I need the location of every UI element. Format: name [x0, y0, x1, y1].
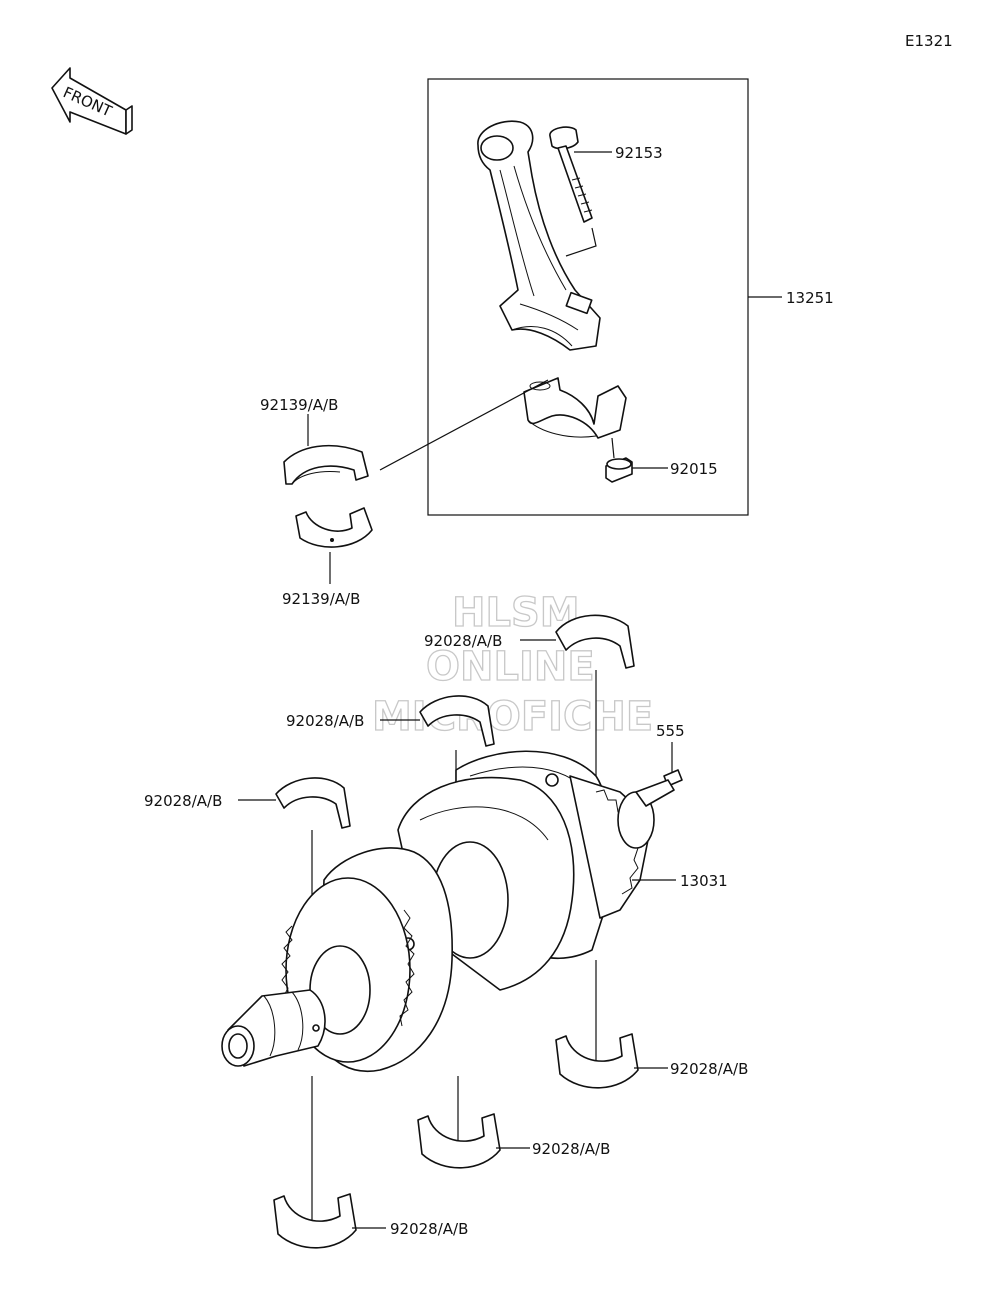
label-crankshaft: 13031 — [680, 872, 728, 890]
svg-text:MICROFICHE: MICROFICHE — [372, 694, 653, 740]
conrod-assembly-frame — [427, 78, 749, 516]
label-conrod-bearing-upper: 92139/A/B — [260, 396, 338, 414]
label-main-bearing-top-middle: 92028/A/B — [286, 712, 364, 730]
main-bearing-bottom-right-part — [555, 1033, 639, 1089]
label-main-bearing-bottom-right: 92028/A/B — [670, 1060, 748, 1078]
label-bolt: 92153 — [615, 144, 663, 162]
main-bearing-bottom-middle-part — [417, 1113, 501, 1169]
label-conrod-bearing-lower: 92139/A/B — [282, 590, 360, 608]
diagram-code: E1321 — [905, 32, 953, 50]
main-bearing-top-right-part — [555, 614, 635, 669]
label-main-bearing-top-left: 92028/A/B — [144, 792, 222, 810]
main-bearing-bottom-left-part — [273, 1193, 357, 1249]
conrod-bearing-lower-part — [295, 507, 373, 548]
main-bearing-top-left-part — [275, 777, 351, 829]
label-main-bearing-bottom-middle: 92028/A/B — [532, 1140, 610, 1158]
svg-text:ONLINE: ONLINE — [426, 644, 595, 690]
crankshaft-part — [221, 750, 675, 1073]
label-conrod-assembly: 13251 — [786, 289, 834, 307]
watermark: HLSM ONLINE MICROFICHE — [371, 589, 654, 740]
conrod-bearing-upper-part — [283, 444, 369, 485]
label-main-bearing-top-right: 92028/A/B — [424, 632, 502, 650]
label-pin: 555 — [656, 722, 685, 740]
front-arrow-icon: FRONT — [51, 67, 133, 135]
main-bearing-top-middle-part — [419, 695, 495, 747]
label-nut: 92015 — [670, 460, 718, 478]
connecting-rod-part — [477, 120, 601, 351]
bolt-part — [549, 126, 593, 223]
rod-cap-part — [523, 377, 627, 439]
label-main-bearing-bottom-left: 92028/A/B — [390, 1220, 468, 1238]
nut-part — [605, 457, 633, 483]
